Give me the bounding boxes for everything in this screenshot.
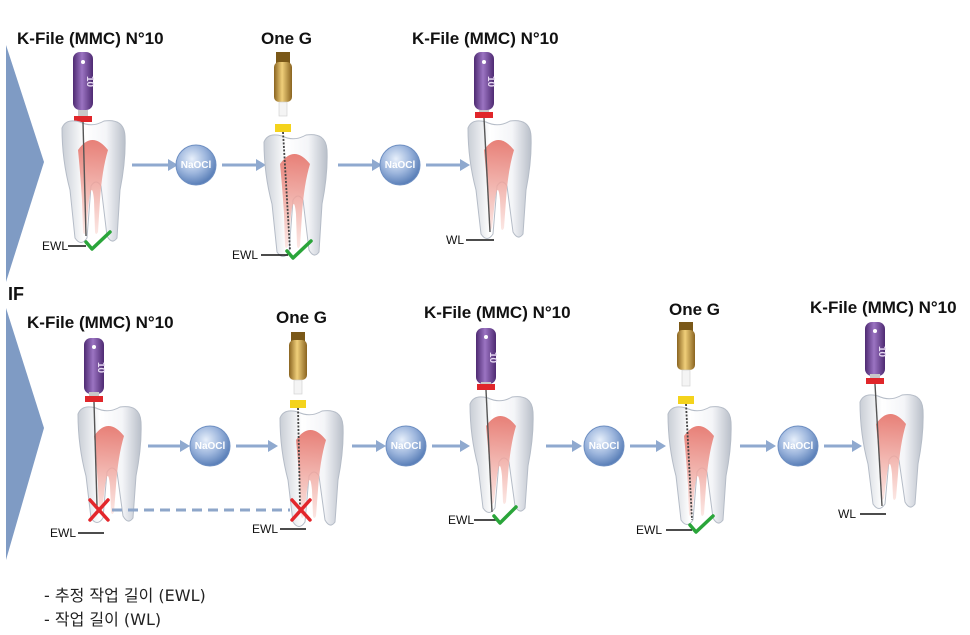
bottom-step-1: K-File (MMC) N°10 10 EWL <box>27 313 174 540</box>
legend-wl: - 작업 길이 (WL) <box>44 610 162 629</box>
naocl-label: NaOCl <box>391 441 422 452</box>
length-label: EWL <box>50 526 76 540</box>
rubber-stop <box>290 400 306 408</box>
naocl-label: NaOCl <box>181 160 212 171</box>
green-check <box>688 514 715 534</box>
naocl-ball <box>175 144 217 186</box>
naocl-ball <box>189 425 231 467</box>
rubber-stop <box>475 112 493 118</box>
k-file-instrument: 10 <box>476 328 498 390</box>
tooth <box>859 383 924 509</box>
naocl-label: NaOCl <box>589 441 620 452</box>
k-file-instrument: 10 <box>865 322 887 384</box>
tooth <box>77 401 142 523</box>
one-g-instrument <box>274 52 292 132</box>
length-label: EWL <box>448 513 474 527</box>
red-cross <box>88 498 110 522</box>
naocl-ball <box>385 425 427 467</box>
rubber-stop <box>678 396 694 404</box>
red-cross <box>290 498 312 522</box>
length-label: EWL <box>636 523 662 537</box>
green-check <box>285 239 313 260</box>
rubber-stop <box>275 124 291 132</box>
bottom-arrow-1: NaOCl <box>148 425 278 467</box>
tooth <box>667 403 732 525</box>
length-label: WL <box>838 507 856 521</box>
length-label: EWL <box>42 239 68 253</box>
size-mark: 10 <box>487 352 498 364</box>
bottom-arrow-4: NaOCl <box>740 425 862 467</box>
size-mark: 10 <box>95 362 106 374</box>
length-label: EWL <box>252 522 278 536</box>
top-arrow-2: NaOCl <box>338 144 470 186</box>
tooth <box>467 117 532 239</box>
length-label: WL <box>446 233 464 247</box>
tooth <box>61 120 126 243</box>
rubber-stop <box>477 384 495 390</box>
step-title: One G <box>276 308 327 327</box>
side-chevron-bottom <box>6 308 44 560</box>
naocl-ball <box>777 425 819 467</box>
bottom-arrow-2: NaOCl <box>352 425 470 467</box>
tooth <box>263 131 328 257</box>
step-title: K-File (MMC) N°10 <box>17 29 164 48</box>
step-title: K-File (MMC) N°10 <box>424 303 571 322</box>
one-g-instrument <box>289 332 307 408</box>
naocl-label: NaOCl <box>195 441 226 452</box>
size-mark: 10 <box>84 76 95 88</box>
bottom-step-3: K-File (MMC) N°10 10 EWL <box>424 303 571 527</box>
one-g-instrument <box>677 322 695 404</box>
if-label: IF <box>8 284 24 304</box>
step-title: One G <box>669 300 720 319</box>
step-title: K-File (MMC) N°10 <box>412 29 559 48</box>
size-mark: 10 <box>485 76 496 88</box>
bottom-arrow-3: NaOCl <box>546 425 666 467</box>
top-step-3: K-File (MMC) N°10 10 WL <box>412 29 559 247</box>
green-check <box>492 505 518 525</box>
bottom-step-2: One G EWL <box>252 308 344 536</box>
naocl-ball <box>583 425 625 467</box>
rubber-stop <box>74 116 92 122</box>
rubber-stop <box>866 378 884 384</box>
naocl-label: NaOCl <box>385 160 416 171</box>
rubber-stop <box>85 396 103 402</box>
step-title: One G <box>261 29 312 48</box>
k-file-instrument: 10 <box>474 52 496 118</box>
tooth <box>469 389 534 513</box>
top-arrow-1: NaOCl <box>132 144 266 186</box>
k-file-instrument: 10 <box>84 338 106 402</box>
green-check <box>84 230 112 251</box>
top-step-1: K-File (MMC) N°10 10 EWL <box>17 29 164 253</box>
length-label: EWL <box>232 248 258 262</box>
top-step-2: One G EWL <box>232 29 328 262</box>
bottom-step-4: One G EWL <box>636 300 732 537</box>
step-title: K-File (MMC) N°10 <box>27 313 174 332</box>
side-chevron-top <box>6 45 44 282</box>
step-title: K-File (MMC) N°10 <box>810 298 957 317</box>
tooth <box>279 407 344 527</box>
legend-ewl: - 추정 작업 길이 (EWL) <box>44 586 206 605</box>
naocl-ball <box>379 144 421 186</box>
bottom-step-5: K-File (MMC) N°10 10 WL <box>810 298 957 521</box>
k-file-instrument: 10 <box>73 52 95 122</box>
naocl-label: NaOCl <box>783 441 814 452</box>
size-mark: 10 <box>876 346 887 358</box>
